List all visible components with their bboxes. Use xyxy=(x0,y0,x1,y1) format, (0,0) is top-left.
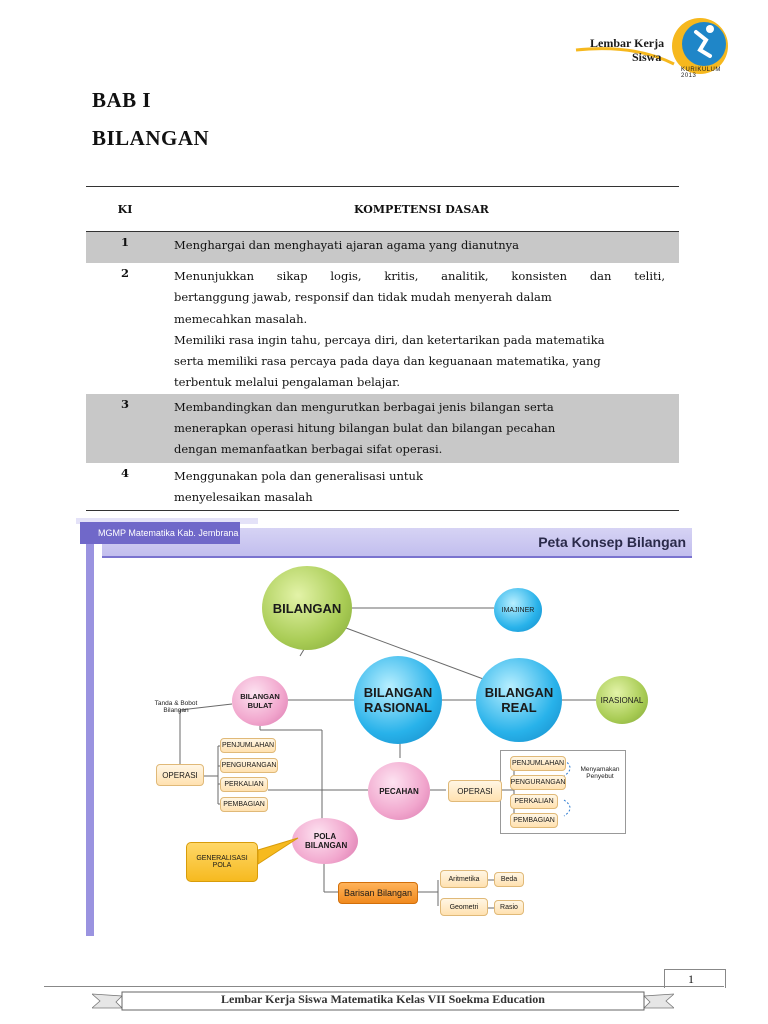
kd-line: memecahkan masalah. xyxy=(174,311,308,326)
node-generalisasi-pola: GENERALISASI POLA xyxy=(186,842,258,882)
kd-line: Menggunakan pola dan generalisasi untuk xyxy=(174,468,423,483)
node-bilangan: BILANGAN xyxy=(262,566,352,650)
node-bilangan-rasional: BILANGAN RASIONAL xyxy=(354,656,442,744)
kd-line: Memiliki rasa ingin tahu, percaya diri, … xyxy=(174,332,605,347)
kd-line: serta memiliki rasa percaya pada daya da… xyxy=(174,354,601,369)
node-pecahan: PECAHAN xyxy=(368,762,430,820)
node-bilangan-real: BILANGAN REAL xyxy=(476,658,562,742)
footer-scroll-banner-icon xyxy=(92,991,674,1011)
node-perkalian-right: PERKALIAN xyxy=(510,794,558,809)
ki-number: 4 xyxy=(86,462,164,511)
node-pengurangan-left: PENGURANGAN xyxy=(220,758,278,773)
kd-line: dengan memanfaatkan berbagai sifat opera… xyxy=(174,442,443,457)
map-title: Peta Konsep Bilangan xyxy=(538,534,686,550)
node-irasional: IRASIONAL xyxy=(596,676,648,724)
kd-line: menerapkan operasi hitung bilangan bulat… xyxy=(174,421,556,436)
logo-curriculum: KURIKULUM 2013 xyxy=(681,67,721,79)
chapter-title: BILANGAN xyxy=(92,126,210,150)
map-side-bar xyxy=(86,544,94,936)
node-imajiner: IMAJINER xyxy=(494,588,542,632)
header-kd: KOMPETENSI DASAR xyxy=(164,186,679,232)
node-penjumlahan-right: PENJUMLAHAN xyxy=(510,756,566,771)
map-source-tab: MGMP Matematika Kab. Jembrana xyxy=(80,522,240,544)
logo-title-line1: Lembar Kerja xyxy=(590,36,665,50)
logo-emblem-icon xyxy=(575,18,728,74)
ki-number: 2 xyxy=(120,266,129,280)
node-operasi-left: OPERASI xyxy=(156,764,204,786)
node-pembagian-left: PEMBAGIAN xyxy=(220,797,268,812)
ki-number: 3 xyxy=(86,393,164,463)
node-barisan-bilangan: Barisan Bilangan xyxy=(338,882,418,904)
node-perkalian-left: PERKALIAN xyxy=(220,777,268,792)
footer-rule xyxy=(44,986,724,987)
node-beda: Beda xyxy=(494,872,524,887)
ki-number: 1 xyxy=(86,231,164,263)
kd-line: menyelesaikan masalah xyxy=(174,490,313,505)
node-bilangan-bulat: BILANGAN BULAT xyxy=(232,676,288,726)
kd-line: Menghargai dan menghayati ajaran agama y… xyxy=(174,238,520,252)
node-geometri: Geometri xyxy=(440,898,488,916)
node-rasio: Rasio xyxy=(494,900,524,915)
kd-text: Menggunakan pola dan generalisasi untuk … xyxy=(164,462,679,511)
node-pembagian-right: PEMBAGIAN xyxy=(510,813,558,828)
kd-line: Menunjukkan sikap logis, kritis, analiti… xyxy=(174,269,665,283)
node-menyamakan-penyebut: Menyamakan Penyebut xyxy=(580,766,620,780)
footer-text: Lembar Kerja Siswa Matematika Kelas VII … xyxy=(221,992,545,1006)
map-decor-bar xyxy=(76,518,258,524)
concept-map: MGMP Matematika Kab. Jembrana Peta Konse… xyxy=(76,518,692,938)
kd-text: Menunjukkan sikap logis, kritis, analiti… xyxy=(164,263,679,394)
table-row: 1 Menghargai dan menghayati ajaran agama… xyxy=(86,231,679,263)
kd-text: Membandingkan dan mengurutkan berbagai j… xyxy=(164,393,679,463)
table-row: 4 Menggunakan pola dan generalisasi untu… xyxy=(86,462,679,511)
chapter-number: BAB I xyxy=(92,88,152,112)
table-header-row: KI KOMPETENSI DASAR xyxy=(86,186,679,232)
node-operasi-right: OPERASI xyxy=(448,780,502,802)
node-penjumlahan-left: PENJUMLAHAN xyxy=(220,738,276,753)
page-number: 1 xyxy=(688,972,694,986)
competency-table: KI KOMPETENSI DASAR 1 Menghargai dan men… xyxy=(86,186,679,511)
page-number-box xyxy=(664,969,726,988)
table-row: 2 Menunjukkan sikap logis, kritis, anali… xyxy=(86,263,679,394)
logo-title-line2: Siswa xyxy=(632,50,662,64)
table-row: 3 Membandingkan dan mengurutkan berbagai… xyxy=(86,393,679,463)
node-pengurangan-right: PENGURANGAN xyxy=(510,775,566,790)
node-aritmetika: Aritmetika xyxy=(440,870,488,888)
lks-logo: Lembar Kerja Siswa KURIKULUM 2013 xyxy=(574,14,734,80)
node-pola-bilangan: POLA BILANGAN xyxy=(292,818,358,864)
kd-line: Membandingkan dan mengurutkan berbagai j… xyxy=(174,399,554,414)
header-ki: KI xyxy=(86,186,164,232)
kd-text: Menghargai dan menghayati ajaran agama y… xyxy=(164,231,679,263)
node-tanda-bobot: Tanda & Bobot Bilangan xyxy=(154,700,198,714)
kd-line: bertanggung jawab, responsif dan tidak m… xyxy=(174,290,552,305)
kd-line: terbentuk melalui pengalaman belajar. xyxy=(174,375,400,390)
